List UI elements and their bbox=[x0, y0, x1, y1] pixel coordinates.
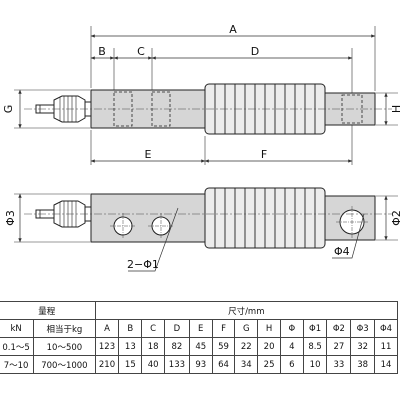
table-cell: 8.5 bbox=[302, 337, 328, 356]
table-cell: 82 bbox=[164, 337, 190, 356]
header-cell: A bbox=[94, 319, 120, 338]
header-cell: Φ3 bbox=[350, 319, 376, 338]
table-cell: 133 bbox=[164, 355, 190, 374]
header-cell: Φ2 bbox=[326, 319, 352, 338]
dim-label-d: D bbox=[251, 45, 259, 58]
leader-two-phi1 bbox=[128, 207, 179, 272]
table-cell: 700～1000 bbox=[33, 355, 96, 374]
header-cell: B bbox=[118, 319, 143, 338]
table-cell: 15 bbox=[118, 355, 143, 374]
body-front bbox=[90, 193, 206, 243]
top-view: A B C D G H E F bbox=[2, 23, 400, 165]
dim-label-h: H bbox=[390, 105, 400, 113]
table-cell: 10 bbox=[302, 355, 328, 374]
table-cell: 18 bbox=[141, 337, 165, 356]
table-cell: 59 bbox=[211, 337, 236, 356]
table-cell: 45 bbox=[188, 337, 213, 356]
table-title-row: 量程 尺寸/mm bbox=[0, 301, 399, 320]
dim-label-phi3: Φ3 bbox=[4, 210, 17, 226]
table-cell: 11 bbox=[374, 337, 398, 356]
table-cell: 32 bbox=[350, 337, 376, 356]
dim-label-two-phi1: 2−Φ1 bbox=[127, 258, 159, 271]
table-cell: 64 bbox=[211, 355, 236, 374]
table-cell: 0.1～5 bbox=[0, 337, 35, 356]
table-cell: 4 bbox=[279, 337, 304, 356]
table-cell: 22 bbox=[234, 337, 259, 356]
header-cell: Φ bbox=[279, 319, 304, 338]
header-cell: H bbox=[257, 319, 281, 338]
table-cell: 33 bbox=[326, 355, 352, 374]
header-cell: G bbox=[234, 319, 259, 338]
table-cell: 13 bbox=[118, 337, 143, 356]
table-cell: 6 bbox=[279, 355, 304, 374]
table-cell: 14 bbox=[374, 355, 398, 374]
table-cell: 123 bbox=[94, 337, 120, 356]
table-cell: 210 bbox=[94, 355, 120, 374]
leader-phi4 bbox=[332, 213, 365, 259]
table-cell: 25 bbox=[257, 355, 281, 374]
header-cell: E bbox=[188, 319, 213, 338]
table-cell: 40 bbox=[141, 355, 165, 374]
dim-label-e: E bbox=[145, 148, 152, 161]
front-view: Φ3 Φ2 2−Φ1 Φ4 bbox=[4, 187, 400, 272]
header-cell: Φ1 bbox=[302, 319, 328, 338]
dim-label-f: F bbox=[261, 148, 267, 161]
dim-label-a: A bbox=[229, 23, 237, 36]
range-header: 量程 bbox=[0, 301, 96, 320]
dim-label-phi2: Φ2 bbox=[390, 210, 400, 226]
table-cell: 27 bbox=[326, 337, 352, 356]
header-cell: F bbox=[211, 319, 236, 338]
header-cell: kN bbox=[0, 319, 35, 338]
table-row: 7～10 700～1000 210 15 40 133 93 64 34 25 … bbox=[0, 355, 398, 374]
header-cell: Φ4 bbox=[374, 319, 398, 338]
table-cell: 93 bbox=[188, 355, 213, 374]
dim-label-b: B bbox=[98, 45, 106, 58]
header-cell: D bbox=[164, 319, 190, 338]
size-header: 尺寸/mm bbox=[94, 301, 399, 320]
dim-label-phi4: Φ4 bbox=[334, 245, 350, 258]
dim-label-c: C bbox=[137, 45, 145, 58]
table-cell: 34 bbox=[234, 355, 259, 374]
table-header-row: kN 相当于kg A B C D E F G H Φ Φ1 Φ2 Φ3 Φ4 bbox=[0, 319, 398, 338]
table-row: 0.1～5 10～500 123 13 18 82 45 59 22 20 4 … bbox=[0, 337, 398, 356]
table-cell: 38 bbox=[350, 355, 376, 374]
table-cell: 20 bbox=[257, 337, 281, 356]
header-cell: 相当于kg bbox=[33, 319, 96, 338]
load-cell-drawing: A B C D G H E F bbox=[2, 23, 400, 272]
dim-label-g: G bbox=[2, 105, 15, 114]
table-cell: 10～500 bbox=[33, 337, 96, 356]
spec-table: 量程 尺寸/mm kN 相当于kg A B C D E F G H Φ Φ1 Φ… bbox=[0, 301, 399, 374]
header-cell: C bbox=[141, 319, 165, 338]
table-cell: 7～10 bbox=[0, 355, 35, 374]
